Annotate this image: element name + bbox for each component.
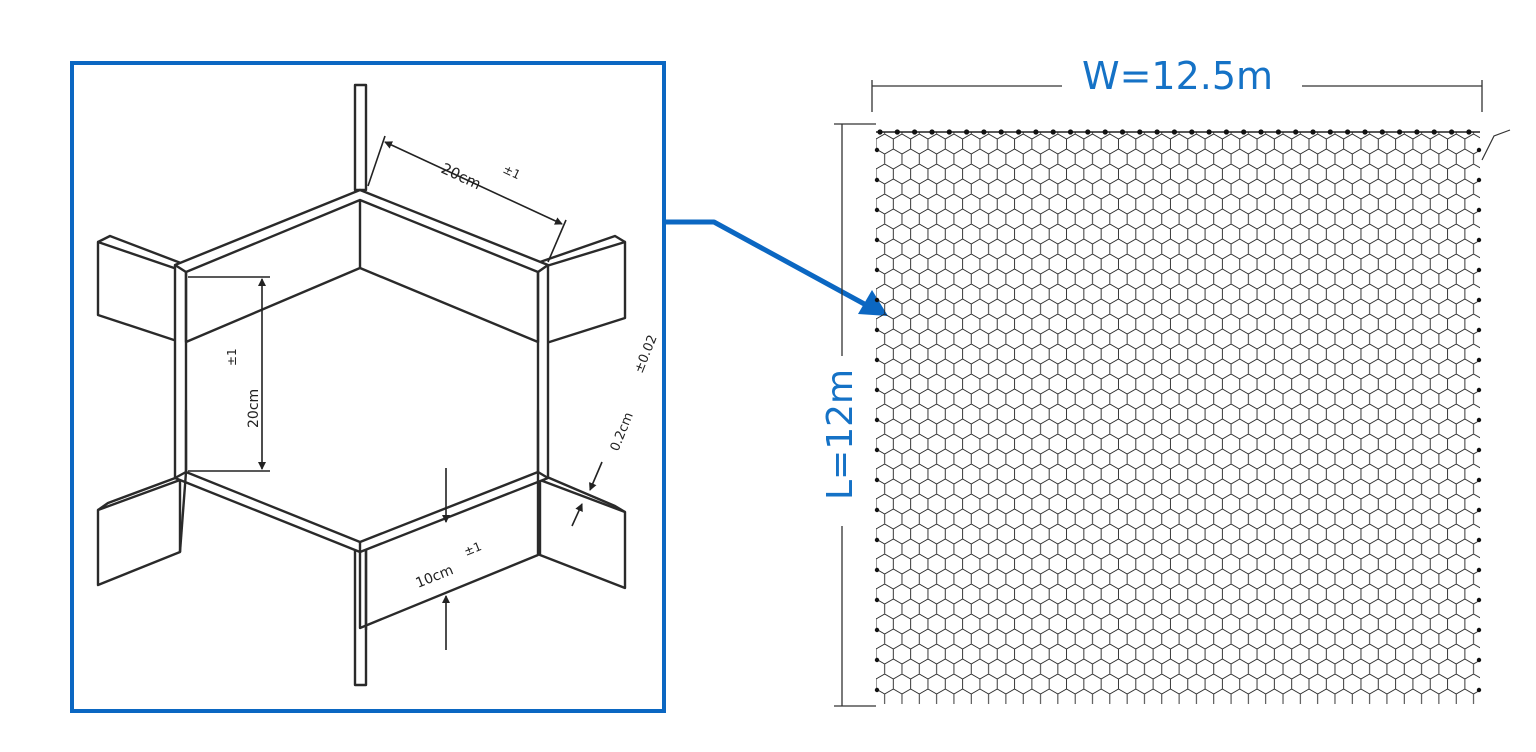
anchor-dot [981,129,987,135]
anchor-dot [874,507,880,513]
anchor-dot [874,417,880,423]
anchor-dot [1476,447,1482,453]
anchor-dot [874,537,880,543]
anchor-dot [1223,129,1229,135]
anchor-dot [1033,129,1039,135]
anchor-dot [1476,687,1482,693]
length-dimension [834,123,876,707]
anchor-dot [946,129,952,135]
anchor-dot [874,177,880,183]
geocell-panel [876,132,1480,704]
anchor-dot [874,447,880,453]
anchor-dot [1327,129,1333,135]
length-label: L=12m [820,369,861,500]
hexagon-cell-drawing [96,83,627,687]
anchor-dot [1102,129,1108,135]
anchor-dot [1476,177,1482,183]
anchor-dot [1345,129,1351,135]
anchor-dot [1476,477,1482,483]
anchor-dot [874,327,880,333]
anchor-dot [1414,129,1420,135]
anchor-dot [1379,129,1385,135]
width-label: W=12.5m [1082,54,1273,98]
connector-arrow [664,219,888,316]
anchor-dot [1476,147,1482,153]
anchor-dot [874,357,880,363]
anchor-dot [874,567,880,573]
anchor-dot [874,387,880,393]
anchor-dot [1476,417,1482,423]
anchor-dot [1476,567,1482,573]
anchor-dot [1476,627,1482,633]
anchor-dot [874,207,880,213]
anchor-dot [1189,129,1195,135]
anchor-dot [1293,129,1299,135]
anchor-dot [874,477,880,483]
anchor-dot [874,627,880,633]
anchor-dot [877,129,883,135]
side-length-label: 20cm [246,389,262,428]
anchor-dot [874,657,880,663]
anchor-dot [1171,129,1177,135]
anchor-dot [1476,297,1482,303]
anchor-dots-top [877,129,1472,135]
anchor-dot [1466,129,1472,135]
anchor-dot [1476,537,1482,543]
anchor-dot [874,237,880,243]
width-dimension [871,80,1483,112]
wall-thickness-dimension [571,461,603,527]
anchor-dot [1119,129,1126,135]
cell-height-tolerance: ±1 [462,539,484,559]
anchor-dot [1050,129,1056,135]
anchor-dot [998,129,1004,135]
anchor-dot [874,297,880,303]
anchor-dot [874,597,880,603]
anchor-dot [874,687,880,693]
anchor-dot [1476,597,1482,603]
side-length-dimension [188,276,270,472]
anchor-dot [1016,129,1022,135]
anchor-dot [1476,657,1482,663]
anchor-dot [874,267,880,273]
anchor-dot [874,147,880,153]
edge-length-tolerance: ±1 [501,162,523,182]
anchor-dot [1362,129,1368,135]
anchor-dots-left [874,147,880,693]
anchor-dot [1206,129,1212,135]
anchor-dot [1154,129,1160,135]
anchor-dot [1397,129,1403,135]
anchor-dot [1085,129,1091,135]
anchor-dot [964,129,970,135]
anchor-dot [1067,129,1074,135]
anchor-dot [1275,129,1281,135]
corner-leader [1481,129,1511,161]
anchor-dot [929,129,935,135]
anchor-dot [1431,129,1437,135]
anchor-dot [1476,357,1482,363]
anchor-dot [1137,129,1143,135]
anchor-dot [912,129,918,135]
anchor-dot [1476,507,1482,513]
anchor-dot [1476,267,1482,273]
anchor-dots-right [1476,147,1482,693]
anchor-dot [1310,129,1316,135]
anchor-dot [1476,207,1482,213]
edge-length-dimension [367,135,567,263]
side-length-tolerance: ±1 [225,348,239,366]
anchor-dot [1476,327,1482,333]
anchor-dot [894,129,900,135]
anchor-dot [1258,129,1264,135]
anchor-dot [1476,237,1482,243]
anchor-dot [1449,129,1455,135]
anchor-dot [1476,387,1482,393]
anchor-dot [1241,129,1247,135]
